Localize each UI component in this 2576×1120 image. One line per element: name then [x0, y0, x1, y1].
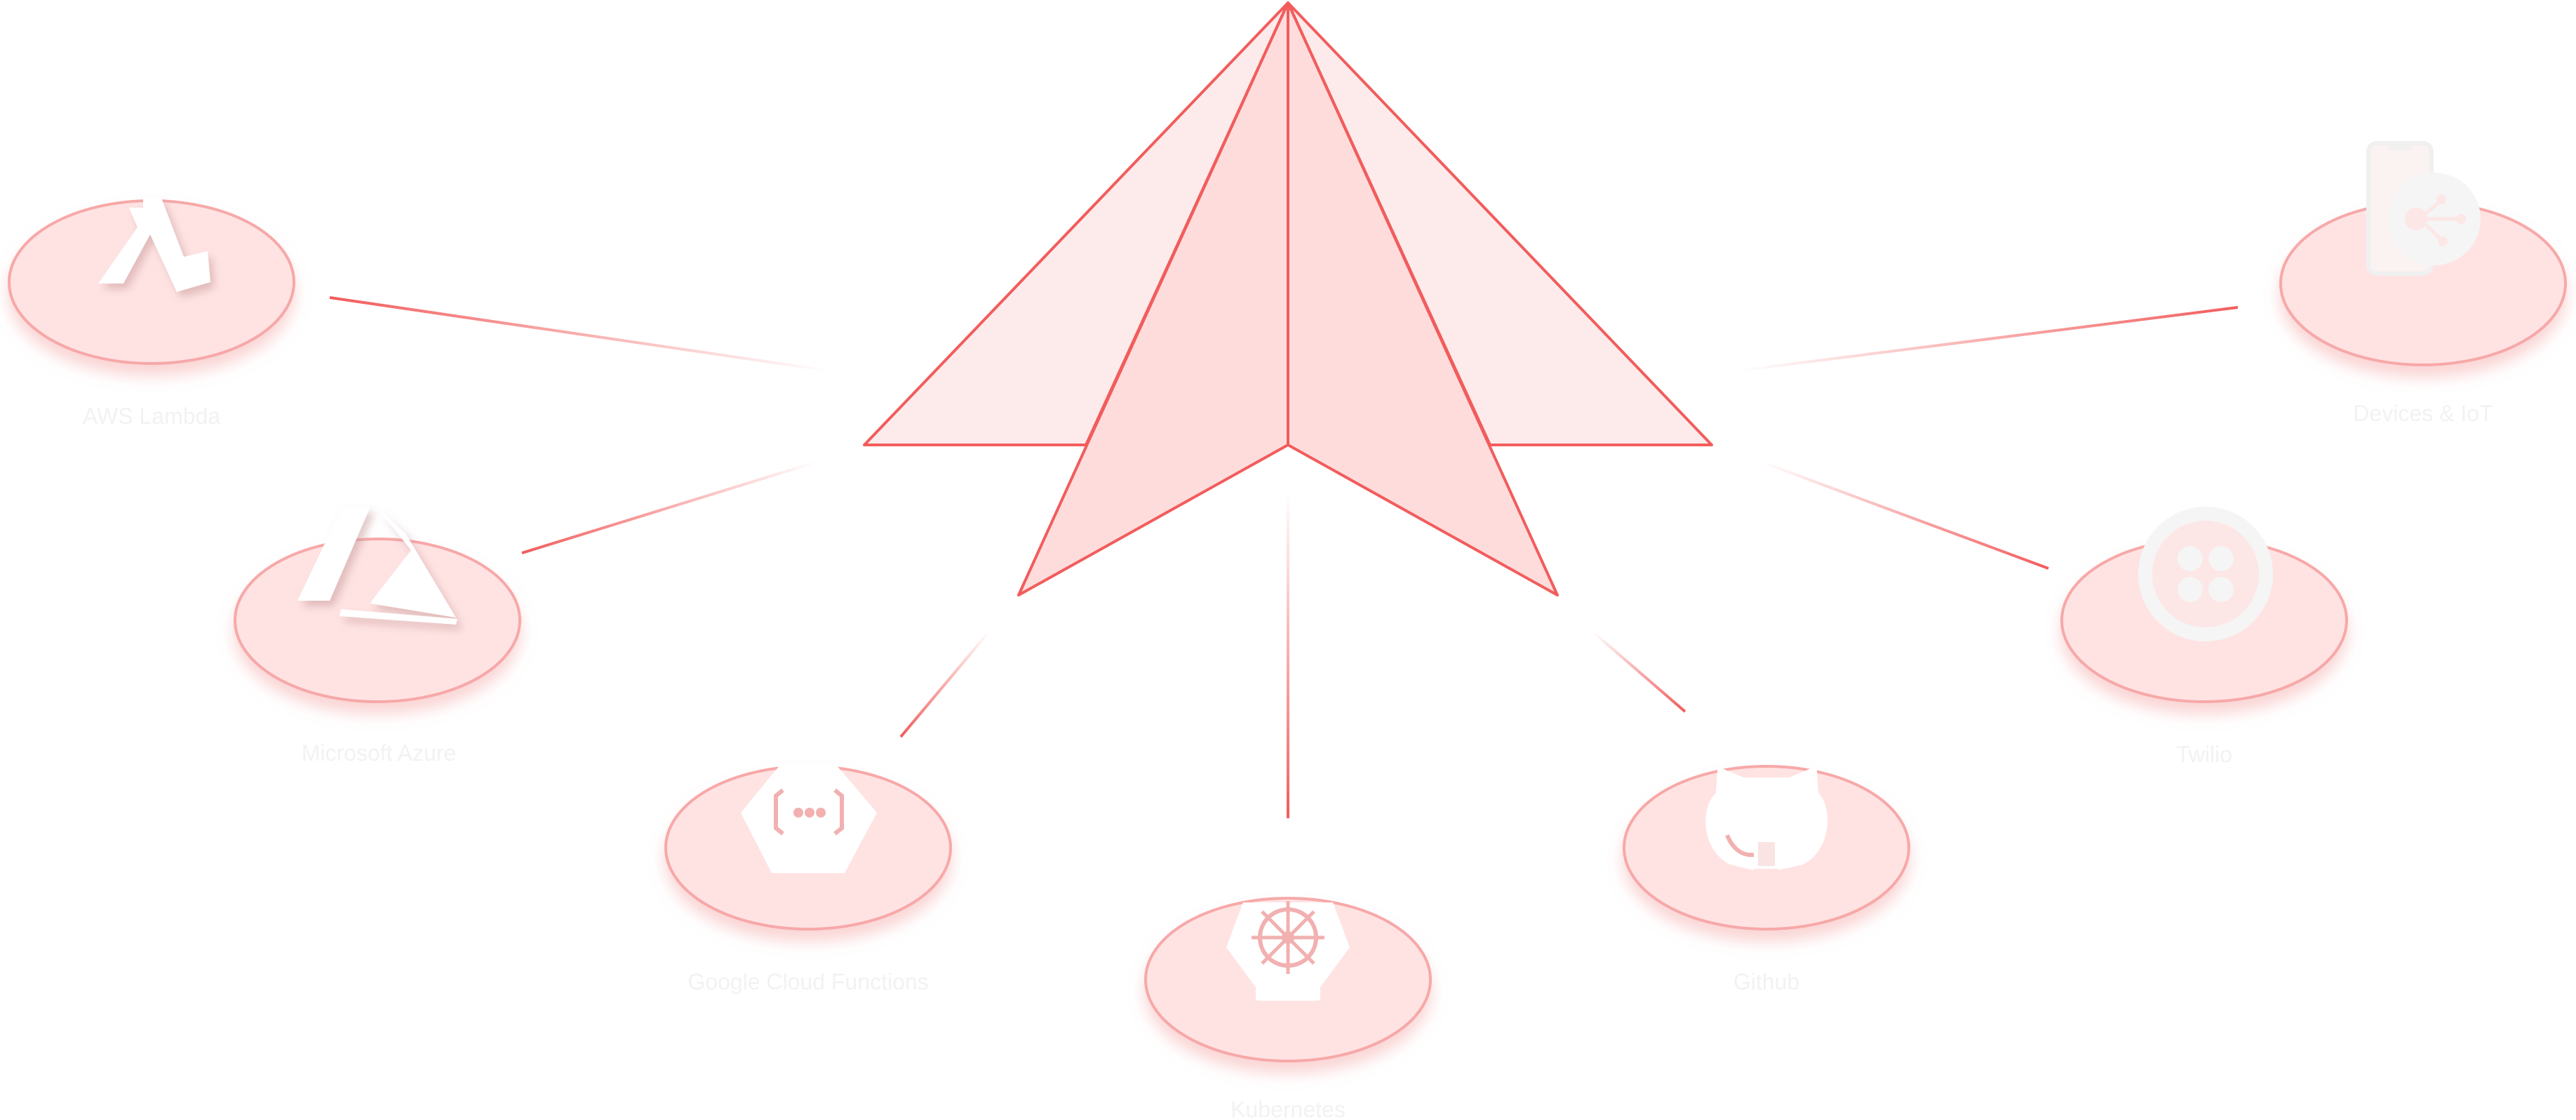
google-cloud-functions-icon [741, 765, 877, 873]
twilio-icon [2138, 507, 2273, 641]
node-google-cloud-functions[interactable]: Google Cloud Functions [664, 765, 952, 994]
node-aws-lambda[interactable]: AWS Lambda [8, 198, 295, 429]
azure-icon [297, 507, 457, 625]
aws-lambda-icon [98, 198, 210, 292]
devices-iot-icon [2366, 141, 2481, 276]
node-label: Github [1733, 969, 1799, 994]
connector-github [1591, 630, 1686, 713]
connector-microsoft-azure [521, 460, 818, 554]
node-github[interactable]: Github [1623, 765, 1910, 994]
node-label: Kubernetes [1230, 1097, 1346, 1120]
node-kubernetes[interactable]: Kubernetes [1144, 897, 1432, 1120]
connector-aws-lambda [329, 296, 829, 372]
connector-twilio [1760, 460, 2049, 570]
connectors [329, 296, 2239, 818]
node-label: Google Cloud Functions [687, 969, 928, 994]
node-twilio[interactable]: Twilio [2060, 507, 2348, 767]
paper-plane-icon [863, 1, 1713, 596]
node-label: Twilio [2176, 742, 2232, 767]
node-label: Microsoft Azure [302, 740, 457, 766]
kubernetes-icon [1226, 901, 1350, 1001]
node-devices-iot[interactable]: Devices & IoT [2279, 141, 2567, 426]
github-icon [1705, 768, 1827, 870]
node-label: AWS Lambda [83, 404, 220, 429]
node-label: Devices & IoT [2353, 401, 2493, 426]
node-microsoft-azure[interactable]: Microsoft Azure [234, 507, 521, 766]
connector-google-cloud-functions [899, 630, 991, 738]
node-disc [234, 538, 521, 703]
connector-devices-iot [1739, 306, 2239, 372]
